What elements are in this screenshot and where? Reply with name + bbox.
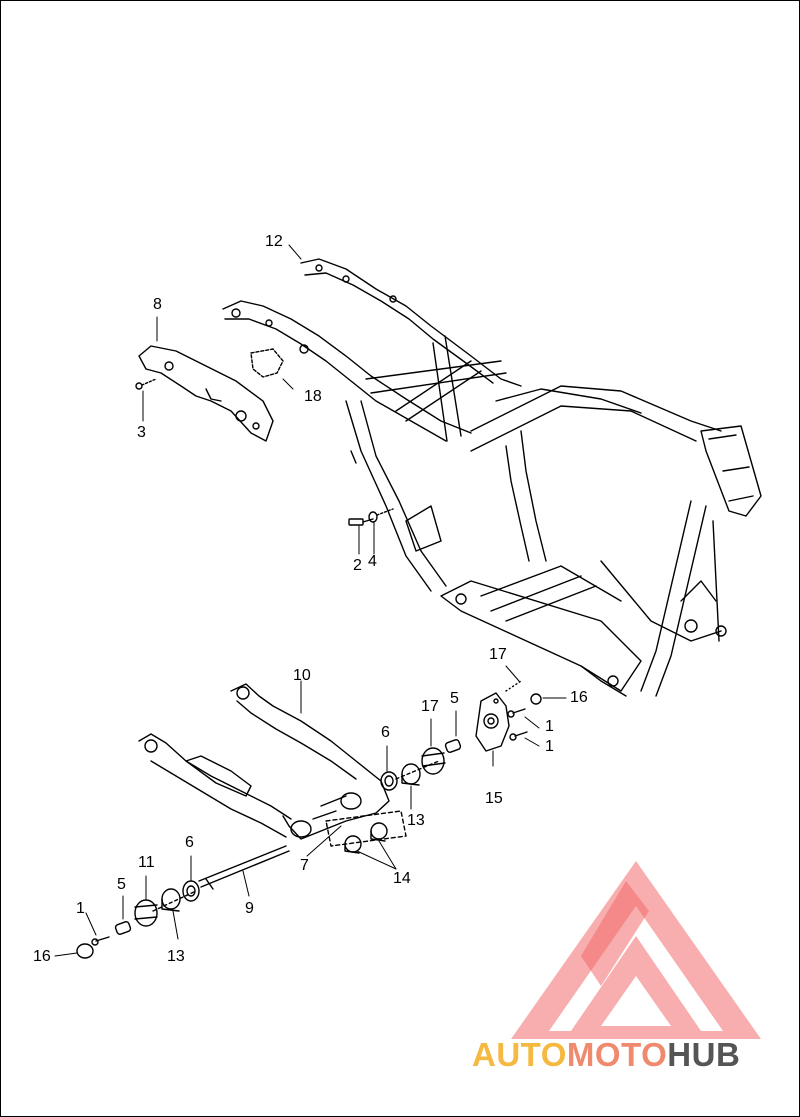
automotohub-watermark: AUTOMOTOHUB: [472, 1037, 740, 1073]
callout-1-middle: 1: [545, 738, 554, 755]
gasket-part-18: [250, 348, 284, 378]
callout-16-lower: 16: [33, 948, 51, 965]
callout-14: 14: [393, 870, 411, 887]
callout-1-lower: 1: [76, 900, 85, 917]
callout-5-upper: 5: [450, 690, 459, 707]
callout-8: 8: [153, 296, 162, 313]
callout-13-upper: 13: [407, 812, 425, 829]
right-pivot-stack: [380, 739, 462, 791]
watermark-word-hub: HUB: [667, 1036, 741, 1073]
leader-lines: [54, 244, 567, 957]
callout-6-lower: 6: [185, 834, 194, 851]
callout-9: 9: [245, 900, 254, 917]
callout-18: 18: [304, 388, 322, 405]
callout-17-lower: 17: [421, 698, 439, 715]
callout-17-upper: 17: [489, 646, 507, 663]
bracket-part-15: [475, 692, 510, 752]
swingarm-part-10: [138, 683, 390, 840]
callout-13-lower: 13: [167, 948, 185, 965]
callout-2: 2: [353, 557, 362, 574]
callout-16-upper: 16: [570, 689, 588, 706]
callout-15: 15: [485, 790, 503, 807]
fasteners-parts-1-16-17: [505, 680, 542, 741]
screw-part-3: [135, 378, 157, 390]
callout-4: 4: [368, 553, 377, 570]
callout-6-upper: 6: [381, 724, 390, 741]
callout-5-lower: 5: [117, 876, 126, 893]
callout-3: 3: [137, 424, 146, 441]
bolt-washer-parts-2-4: [348, 508, 394, 526]
side-cover-part-8: [138, 345, 274, 442]
callout-10: 10: [293, 667, 311, 684]
bushings-part-14: [325, 810, 407, 854]
automotohub-logo-mark: [511, 861, 761, 1039]
watermark-word-moto: MOTO: [566, 1036, 668, 1073]
callout-7: 7: [300, 857, 309, 874]
watermark-word-auto: AUTO: [472, 1036, 567, 1073]
left-pivot-stack: [76, 845, 290, 959]
callout-12: 12: [265, 233, 283, 250]
callout-1-upper: 1: [545, 718, 554, 735]
frame-assembly: [222, 258, 762, 697]
callout-11: 11: [138, 854, 155, 871]
